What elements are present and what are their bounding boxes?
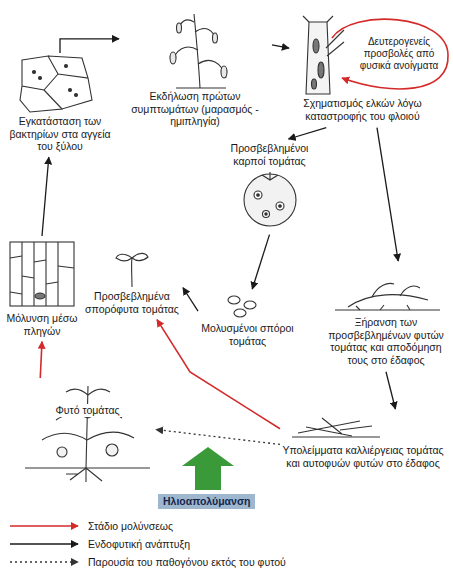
wounded-tissue bbox=[10, 242, 74, 306]
stage-node: Μολυσμένοι σπόροι τομάτας bbox=[200, 290, 295, 351]
stage-label: Σχηματισμός ελκών λόγω καταστροφής του φ… bbox=[290, 97, 435, 122]
legend-row: Παρουσία του παθογόνου εκτός του φυτού bbox=[8, 552, 286, 570]
annotation-label: Δευτερογενείς προσβολές από φυσικά ανοίγ… bbox=[356, 36, 442, 73]
annotation-text: Δευτερογενείς προσβολές από φυσικά ανοίγ… bbox=[356, 36, 442, 72]
infected-fruit bbox=[244, 172, 296, 226]
stage-node: Ξήρανση των προσβεβλημένων φυτών τομάτας… bbox=[325, 262, 447, 370]
stage-node: Υπολείμματα καλλιέργειας τομάτας και αυτ… bbox=[282, 410, 444, 473]
stage-node: Προσβεβλημένα σπορόφυτα τομάτας bbox=[82, 250, 182, 319]
cycle-arrow bbox=[252, 235, 269, 289]
cycle-arrow bbox=[272, 45, 289, 48]
stage-node: Προσβεβλημένοι καρποί τομάτας bbox=[222, 140, 317, 233]
stage-node: Φυτό τομάτας bbox=[20, 380, 155, 490]
cycle-arrow bbox=[60, 39, 119, 53]
cycle-arrow bbox=[183, 288, 198, 311]
wilted-plant bbox=[170, 14, 227, 88]
stage-label: Μόλυνση μέσω πληγών bbox=[4, 312, 80, 337]
stage-label: Εκδήλωση πρώτων συμπτωμάτων (μαρασμός - … bbox=[120, 90, 270, 128]
stage-label: Υπολείμματα καλλιέργειας τομάτας και αυτ… bbox=[282, 444, 444, 469]
stage-label: Φυτό τομάτας bbox=[52, 404, 122, 417]
legend-row: Στάδιο μολύνσεως bbox=[8, 516, 173, 534]
stage-label: Προσβεβλημένα σπορόφυτα τομάτας bbox=[82, 290, 182, 315]
xylem-cells bbox=[20, 56, 92, 112]
legend-text: Παρουσία του παθογόνου εκτός του φυτού bbox=[88, 556, 286, 568]
legend-text: Ενδοφυτική ανάπτυξη bbox=[88, 538, 190, 550]
dried-plant bbox=[335, 283, 440, 310]
legend-text: Στάδιο μολύνσεως bbox=[88, 520, 173, 532]
legend-sample bbox=[8, 556, 82, 568]
secondary-infection-loop bbox=[332, 19, 448, 89]
solarisation-arrow bbox=[182, 447, 234, 490]
stage-node: Μόλυνση μέσω πληγών bbox=[4, 238, 80, 341]
crop-residues bbox=[292, 418, 380, 437]
cycle-arrow bbox=[40, 342, 42, 378]
legend-row: Ενδοφυτική ανάπτυξη bbox=[8, 534, 190, 552]
cycle-arrow bbox=[386, 372, 395, 409]
solarisation-text: Ηλιοαπολύμανση bbox=[158, 494, 255, 509]
cycle-arrow bbox=[377, 128, 398, 261]
legend-sample bbox=[8, 538, 82, 550]
legend-sample bbox=[8, 520, 82, 532]
seeds bbox=[228, 296, 256, 317]
stage-label: Μολυσμένοι σπόροι τομάτας bbox=[200, 322, 295, 347]
solarisation-label: Ηλιοαπολύμανση bbox=[158, 491, 255, 509]
cycle-arrow bbox=[156, 430, 280, 445]
cycle-arrow bbox=[42, 157, 49, 236]
cankered-stem bbox=[303, 16, 344, 94]
seedling bbox=[116, 253, 148, 287]
stage-label: Εγκατάσταση των βακτηρίων στα αγγεία του… bbox=[4, 115, 116, 153]
cycle-arrow bbox=[289, 128, 327, 139]
stage-label: Ξήρανση των προσβεβλημένων φυτών τομάτας… bbox=[325, 316, 447, 366]
stage-label: Προσβεβλημένοι καρποί τομάτας bbox=[222, 142, 317, 167]
stage-node: Εγκατάσταση των βακτηρίων στα αγγεία του… bbox=[4, 55, 116, 156]
stage-node: Εκδήλωση πρώτων συμπτωμάτων (μαρασμός - … bbox=[120, 8, 270, 131]
tomato-plant bbox=[25, 386, 150, 482]
